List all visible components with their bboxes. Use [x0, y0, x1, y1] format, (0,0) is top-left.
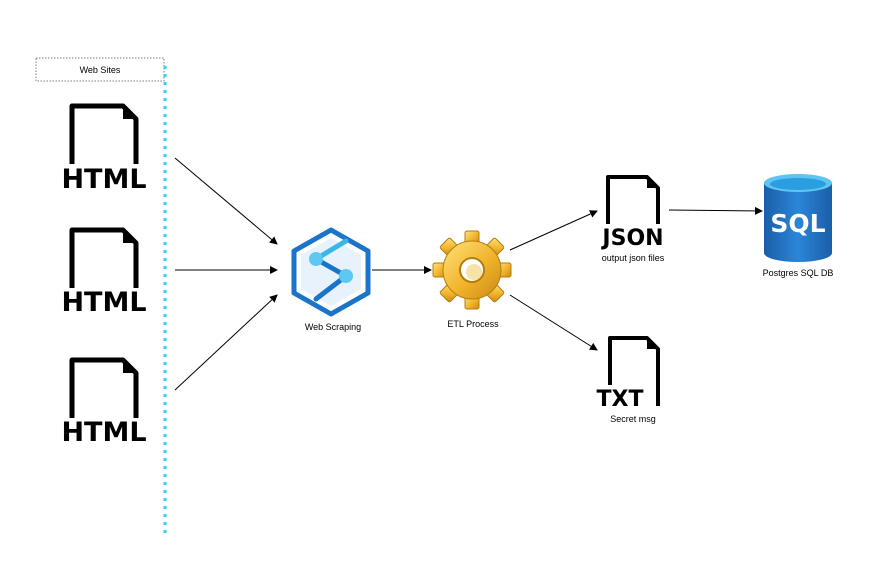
html-file-icon-3: HTML	[61, 357, 147, 448]
json-label: JSON	[600, 226, 663, 251]
arrow-html3-to-scraping	[174, 294, 278, 391]
azure-synapse-icon	[291, 227, 371, 317]
etl-process-label: ETL Process	[447, 319, 499, 329]
arrow-etl-to-txt	[509, 294, 598, 351]
output-json-files-label: output json files	[602, 253, 665, 263]
arrow-html1-to-scraping	[174, 157, 278, 245]
txt-file-icon: TXT	[597, 336, 660, 412]
arrow-json-to-db	[668, 206, 763, 215]
html-label-2: HTML	[61, 287, 146, 318]
web-scraping-label: Web Scraping	[305, 322, 361, 332]
gear-icon	[432, 230, 512, 310]
secret-msg-label: Secret msg	[610, 414, 656, 424]
html-label-1: HTML	[61, 164, 146, 195]
html-file-icon-1: HTML	[61, 103, 147, 195]
sql-icon-text: SQL	[770, 209, 825, 238]
html-file-icon-2: HTML	[61, 227, 147, 318]
web-sites-label: Web Sites	[80, 65, 121, 75]
web-sites-header: Web Sites	[35, 57, 165, 82]
postgres-db-label: Postgres SQL DB	[763, 268, 834, 278]
json-file-icon: JSON	[598, 175, 668, 251]
txt-label: TXT	[597, 387, 644, 412]
sql-database-icon: SQL	[764, 174, 832, 262]
arrow-etl-to-json	[509, 210, 598, 251]
html-label-3: HTML	[61, 417, 146, 448]
